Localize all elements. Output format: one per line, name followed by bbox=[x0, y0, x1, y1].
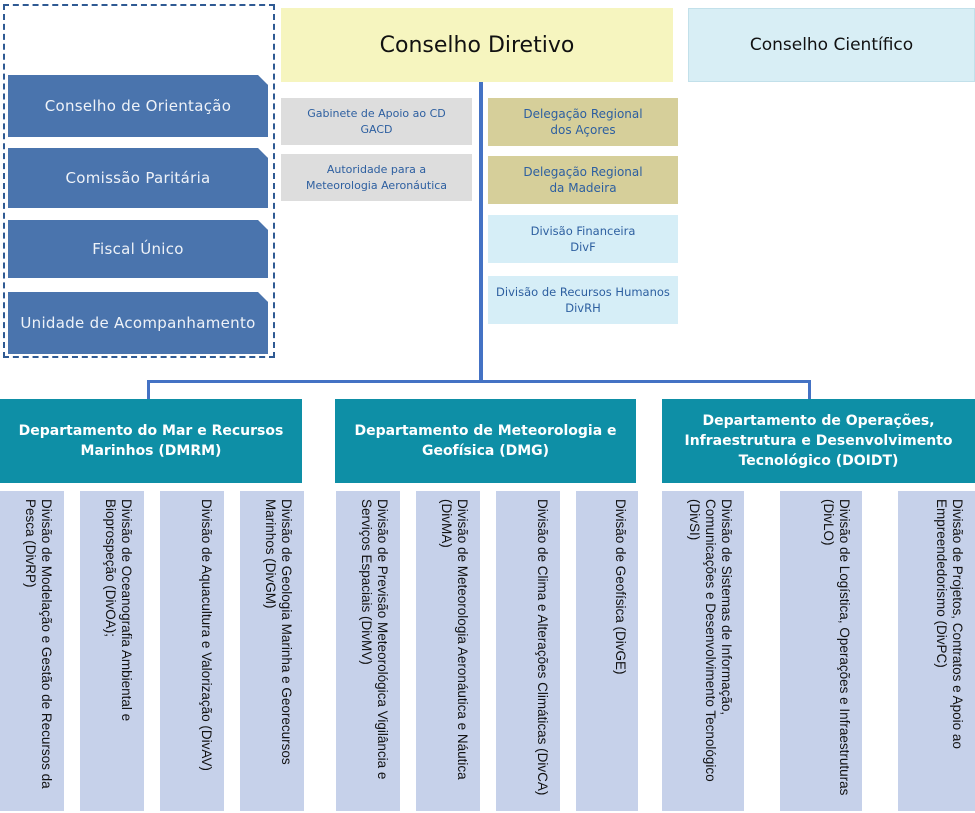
divrh-line1: Divisão de Recursos Humanos bbox=[496, 285, 670, 299]
gacd-line1: Gabinete de Apoio ao CD bbox=[307, 106, 446, 120]
division-divge: Divisão de Geofísica (DivGE) bbox=[576, 491, 638, 811]
division-divmv-label: Divisão de Previsão Meteorológica Vigilâ… bbox=[359, 499, 390, 780]
division-divmv: Divisão de Previsão Meteorológica Vigilâ… bbox=[336, 491, 400, 811]
gacd-box: Gabinete de Apoio ao CD GACD bbox=[281, 98, 472, 145]
department-bus-line bbox=[148, 380, 810, 383]
department-dmg-title: Departamento de Meteorologia e Geofísica… bbox=[354, 423, 617, 459]
division-divoa: Divisão de Oceanografia Ambiental e Biop… bbox=[80, 491, 144, 811]
conselho-cientifico-label: Conselho Científico bbox=[749, 35, 914, 55]
division-divoa-label: Divisão de Oceanografia Ambiental e Biop… bbox=[103, 499, 134, 722]
unidade-acompanhamento-label: Unidade de Acompanhamento bbox=[20, 314, 256, 332]
department-doidt-title: Departamento de Operações, Infraestrutur… bbox=[684, 413, 953, 469]
delegacao-madeira-line1: Delegação Regional bbox=[523, 165, 643, 179]
division-divlo: Divisão de Logística, Operações e Infrae… bbox=[780, 491, 862, 811]
autoridade-line1: Autoridade para a bbox=[326, 162, 427, 176]
division-divav-label: Divisão de Aquacultura e Valorização (Di… bbox=[199, 499, 214, 771]
department-doidt-box: Departamento de Operações, Infraestrutur… bbox=[662, 399, 975, 483]
department-dmrm-title: Departamento do Mar e Recursos Marinhos … bbox=[18, 423, 284, 459]
division-divca: Divisão de Clima e Alterações Climáticas… bbox=[496, 491, 560, 811]
doidt-drop-line bbox=[808, 380, 811, 400]
gacd-line2: GACD bbox=[360, 122, 393, 136]
dmrm-drop-line bbox=[147, 380, 150, 400]
delegacao-madeira-box: Delegação Regional da Madeira bbox=[488, 156, 678, 204]
unidade-acompanhamento-box: Unidade de Acompanhamento bbox=[8, 292, 268, 354]
department-dmrm-box: Departamento do Mar e Recursos Marinhos … bbox=[0, 399, 302, 483]
conselho-diretivo-box: Conselho Diretivo bbox=[281, 8, 673, 82]
division-divgm-label: Divisão de Geologia Marinha e Georecurso… bbox=[263, 499, 294, 765]
division-divsi: Divisão de Sistemas de Informação, Comun… bbox=[662, 491, 744, 811]
division-divma-label: Divisão de Meteorologia Aeronáutica e Ná… bbox=[439, 499, 470, 780]
conselho-orientacao-label: Conselho de Orientação bbox=[44, 97, 232, 115]
division-divgm: Divisão de Geologia Marinha e Georecurso… bbox=[240, 491, 304, 811]
delegacao-madeira-line2: da Madeira bbox=[549, 181, 617, 195]
main-trunk-line bbox=[479, 82, 483, 382]
division-divsi-label: Divisão de Sistemas de Informação, Comun… bbox=[687, 499, 734, 782]
division-divge-label: Divisão de Geofísica (DivGE) bbox=[613, 499, 628, 675]
conselho-diretivo-label: Conselho Diretivo bbox=[379, 32, 575, 58]
divf-line1: Divisão Financeira bbox=[530, 224, 636, 238]
consultative-bodies-frame bbox=[3, 4, 275, 358]
division-divca-label: Divisão de Clima e Alterações Climáticas… bbox=[535, 499, 550, 796]
division-divma: Divisão de Meteorologia Aeronáutica e Ná… bbox=[416, 491, 480, 811]
delegacao-acores-box: Delegação Regional dos Açores bbox=[488, 98, 678, 146]
division-divrp-label: Divisão de Modelação e Gestão de Recurso… bbox=[23, 499, 54, 789]
division-divlo-label: Divisão de Logística, Operações e Infrae… bbox=[821, 499, 852, 796]
divf-line2: DivF bbox=[570, 240, 596, 254]
conselho-orientacao-box: Conselho de Orientação bbox=[8, 75, 268, 137]
delegacao-acores-line1: Delegação Regional bbox=[523, 107, 643, 121]
division-divav: Divisão de Aquacultura e Valorização (Di… bbox=[160, 491, 224, 811]
department-dmg-box: Departamento de Meteorologia e Geofísica… bbox=[335, 399, 636, 483]
conselho-cientifico-box: Conselho Científico bbox=[688, 8, 975, 82]
division-divpc: Divisão de Projetos, Contratos e Apoio a… bbox=[898, 491, 975, 811]
division-divrp: Divisão de Modelação e Gestão de Recurso… bbox=[0, 491, 64, 811]
fiscal-unico-label: Fiscal Único bbox=[92, 240, 184, 258]
fiscal-unico-box: Fiscal Único bbox=[8, 220, 268, 278]
autoridade-line2: Meteorologia Aeronáutica bbox=[305, 178, 448, 192]
comissao-paritaria-box: Comissão Paritária bbox=[8, 148, 268, 208]
delegacao-acores-line2: dos Açores bbox=[550, 123, 616, 137]
divrh-line2: DivRH bbox=[565, 301, 601, 315]
division-divpc-label: Divisão de Projetos, Contratos e Apoio a… bbox=[934, 499, 965, 749]
autoridade-meteorologia-box: Autoridade para a Meteorologia Aeronáutic… bbox=[281, 154, 472, 201]
comissao-paritaria-label: Comissão Paritária bbox=[65, 169, 211, 187]
